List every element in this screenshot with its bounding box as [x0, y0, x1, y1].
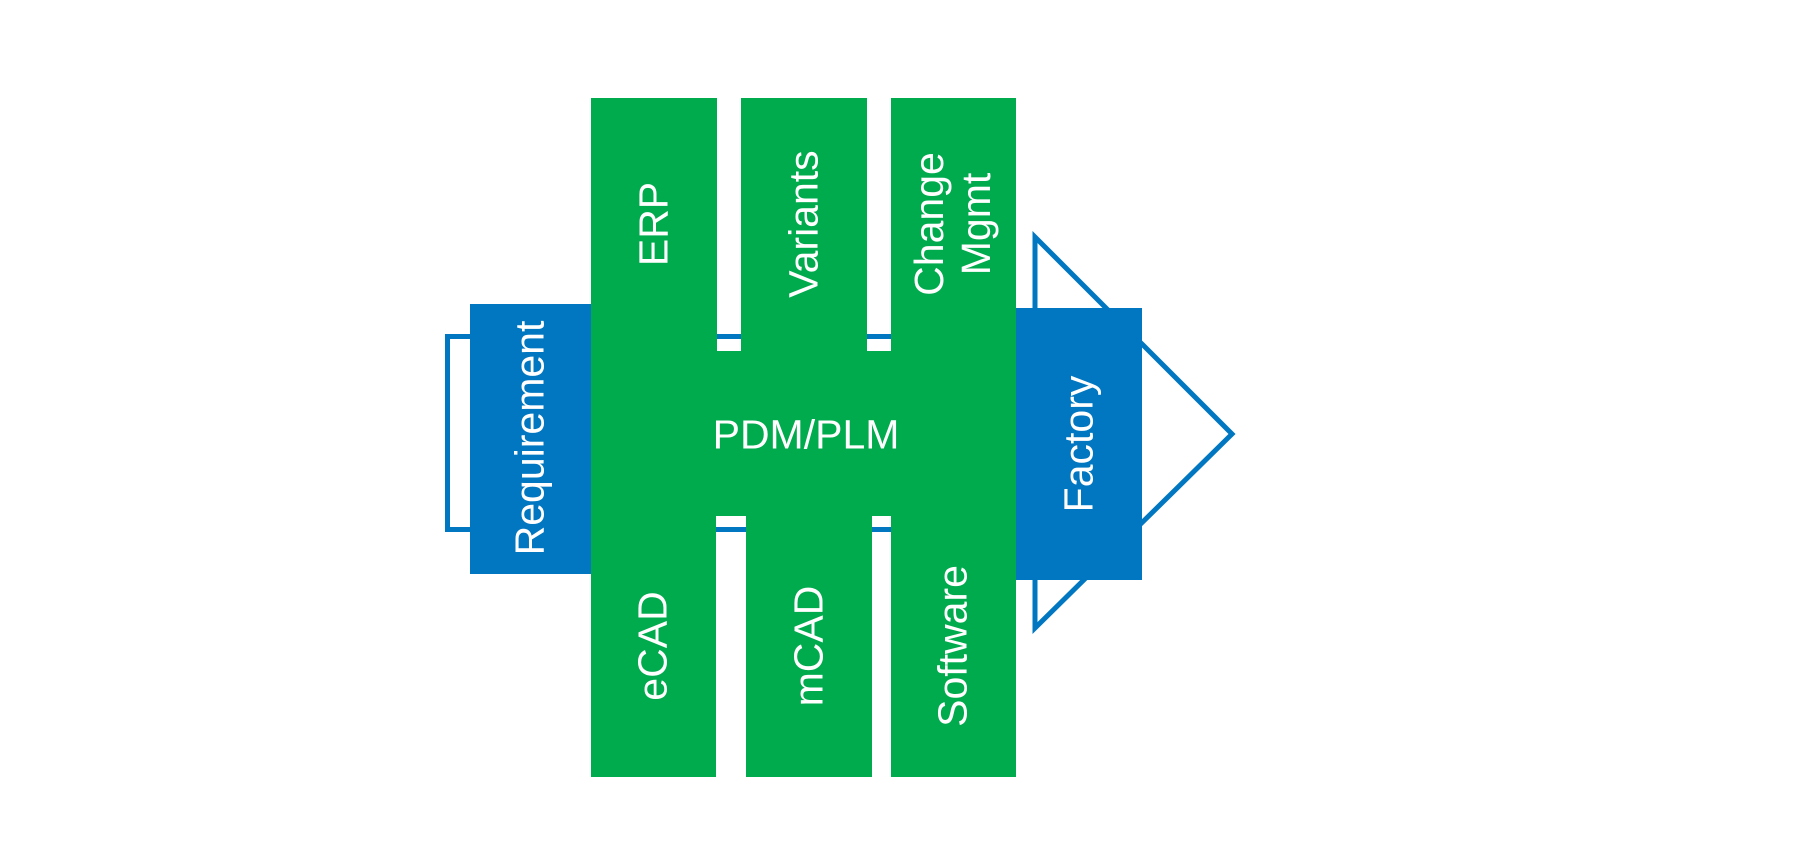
label-change-mgmt-line2: Mgmt — [953, 172, 999, 276]
factory-box — [1016, 308, 1142, 580]
label-erp: ERP — [630, 181, 677, 267]
bar-change-mgmt — [891, 98, 1016, 352]
label-mcad: mCAD — [785, 585, 832, 707]
label-pdm-plm: PDM/PLM — [712, 411, 900, 458]
label-change-mgmt: Change Mgmt — [906, 152, 1000, 296]
label-ecad: eCAD — [629, 591, 676, 701]
label-software: Software — [929, 565, 976, 727]
pdm-plm-band — [591, 351, 1016, 516]
label-requirement: Requirement — [506, 320, 553, 556]
bar-variants — [741, 98, 867, 352]
label-variants: Variants — [780, 150, 827, 298]
bar-ecad — [591, 515, 716, 777]
requirement-box — [470, 304, 591, 574]
bar-mcad — [746, 515, 872, 777]
bar-software — [891, 515, 1016, 777]
label-change-mgmt-line1: Change — [905, 152, 952, 296]
label-factory: Factory — [1055, 375, 1102, 513]
bar-erp — [591, 98, 717, 352]
